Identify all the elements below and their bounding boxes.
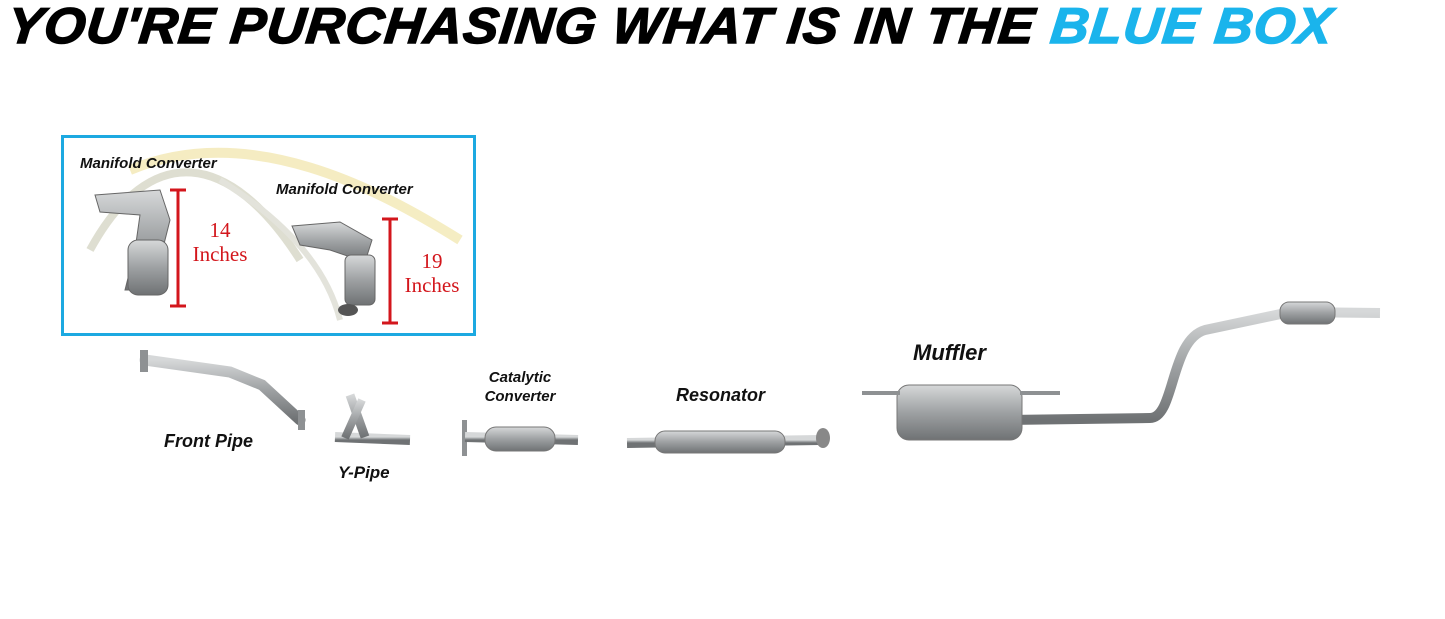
muffler-label: Muffler [913, 340, 986, 365]
resonator-label: Resonator [676, 385, 766, 405]
measure-value: 14 [209, 218, 231, 242]
manifold-converter-1-image [94, 189, 171, 296]
measure-value: 19 [421, 249, 443, 273]
manifold-converter-2-image [291, 221, 376, 316]
y-pipe-image [334, 393, 411, 445]
manifold-converter-1-label: Manifold Converter [80, 155, 217, 172]
catalytic-label-line1: Catalytic [488, 369, 552, 386]
muffler-image [862, 301, 1381, 441]
catalytic-converter-image [462, 420, 579, 456]
catalytic-label-line2: Converter [484, 388, 556, 405]
y-pipe-label: Y-Pipe [338, 463, 390, 482]
purchased-items-box [61, 135, 476, 336]
manifold-converter-2-label: Manifold Converter [276, 181, 413, 198]
front-pipe-label: Front Pipe [164, 431, 253, 451]
measure-unit: Inches [404, 273, 460, 297]
resonator-image [626, 428, 830, 454]
measure-unit: Inches [192, 242, 248, 266]
front-pipe-image [139, 350, 306, 430]
